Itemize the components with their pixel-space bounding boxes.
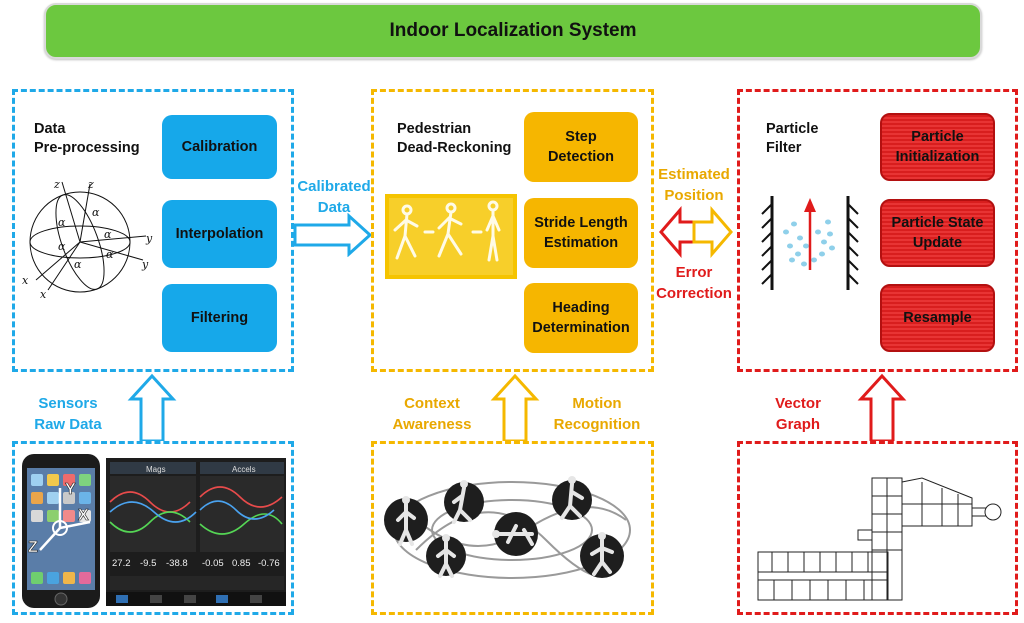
phone-axis-z: Z [28,539,38,556]
pdr-title-line1: Pedestrian [397,121,472,137]
mag-value-z: -38.8 [166,558,188,569]
step-detection-line2: Detection [547,149,615,165]
motion-states-image [384,476,631,579]
filtering-box: Filtering [162,284,277,352]
filtering-label: Filtering [190,310,249,326]
mag-value-x: 27.2 [112,558,131,569]
motion-line1: Motion [572,395,622,412]
alpha-yz-label: α [106,248,114,261]
vector-line2: Graph [775,416,821,433]
za-axis-label: z [53,178,60,191]
sensors-up-arrow [127,373,177,443]
alpha-zz-label: α [92,206,100,219]
xa-axis-label: x [40,288,47,301]
heading-determination-box: Heading Determination [524,283,638,353]
sensors-line2: Raw Data [34,416,102,433]
calibration-box: Calibration [162,115,277,179]
accels-panel-title: Accels [232,465,256,474]
alpha-xx-label: α [74,258,82,271]
calibrated-data-arrow [293,213,373,257]
floor-plan-panel [737,441,1018,615]
smartphone-sensor-image: Y X Z Mags Accels 27.2 -9.5 -38.8 -0.05 … [22,454,286,608]
context-line2: Awareness [392,416,472,433]
estimated-line2: Position [664,187,724,204]
context-line1: Context [404,395,460,412]
particle-corridor-image [761,196,859,290]
alpha-xz-label: α [58,240,66,253]
vector-graph-up-arrow [857,373,907,443]
walking-pedestrian-image [385,194,517,279]
error-line1: Error [675,264,713,281]
vector-line1: Vector [775,395,821,412]
stride-length-line1: Stride Length [534,215,628,231]
particle-filter-title: Particle Filter [766,120,818,158]
interpolation-label: Interpolation [175,226,264,242]
mag-value-y: -9.5 [140,558,156,569]
mags-panel-title: Mags [146,465,166,474]
stride-length-box: Stride Length Estimation [524,198,638,268]
heading-line1: Heading [552,300,610,316]
alpha-xy-label: α [58,216,66,229]
floor-plan-image [757,477,1002,601]
pdr-title-line2: Dead-Reckoning [397,140,512,156]
interpolation-box: Interpolation [162,200,277,268]
particle-init-line1: Particle [911,129,964,145]
xp-axis-label: x [22,274,29,287]
particle-state-update-box: Particle State Update [880,199,995,267]
motion-recognition-label: Motion Recognition [542,393,652,435]
calibrated-data-label: Calibrated Data [289,176,379,218]
particle-update-line1: Particle State [891,215,984,231]
particle-filter-title-line2: Filter [766,140,802,156]
calibrated-data-line2: Data [317,199,351,216]
context-awareness-label: Context Awareness [382,393,482,435]
error-correction-label: Error Correction [648,262,740,304]
motion-line2: Recognition [553,416,641,433]
preprocessing-title-line2: Pre-processing [34,140,140,156]
pdr-title: Pedestrian Dead-Reckoning [397,120,511,158]
step-detection-line1: Step [565,129,597,145]
zp-axis-label: z [87,178,94,191]
error-line2: Correction [656,285,732,302]
accel-value-x: -0.05 [202,558,224,569]
yp-axis-label: y [141,258,149,271]
calibration-label: Calibration [181,139,258,155]
sensors-line1: Sensors [38,395,98,412]
particle-init-line2: Initialization [895,149,980,165]
system-title: Indoor Localization System [389,20,637,41]
phone-axis-y: Y [65,481,76,498]
estimated-line1: Estimated [658,166,730,183]
position-correction-arrows [659,206,733,258]
vector-graph-label: Vector Graph [758,393,838,435]
alpha-yx-label: α [104,228,112,241]
preprocessing-title-line1: Data [34,121,66,137]
resample-line1: Resample [903,310,972,326]
sensors-raw-data-label: Sensors Raw Data [18,393,118,435]
preprocessing-title: Data Pre-processing [34,120,140,158]
system-title-banner: Indoor Localization System [44,3,982,59]
estimated-position-label: Estimated Position [648,164,740,206]
calibrated-data-line1: Calibrated [297,178,371,195]
particle-update-line2: Update [912,235,963,251]
ya-axis-label: y [145,232,153,245]
particle-filter-title-line1: Particle [766,121,819,137]
phone-axis-x: X [78,507,89,524]
heading-line2: Determination [532,320,630,336]
stride-length-line2: Estimation [543,235,619,251]
accel-value-z: -0.76 [258,558,280,569]
coordinate-frame-sphere: z z y y x x α α α α α α [22,178,153,301]
particle-initialization-box: Particle Initialization [880,113,995,181]
context-up-arrow [490,373,540,443]
resample-box: Resample [880,284,995,352]
step-detection-box: Step Detection [524,112,638,182]
accel-value-y: 0.85 [232,558,251,569]
